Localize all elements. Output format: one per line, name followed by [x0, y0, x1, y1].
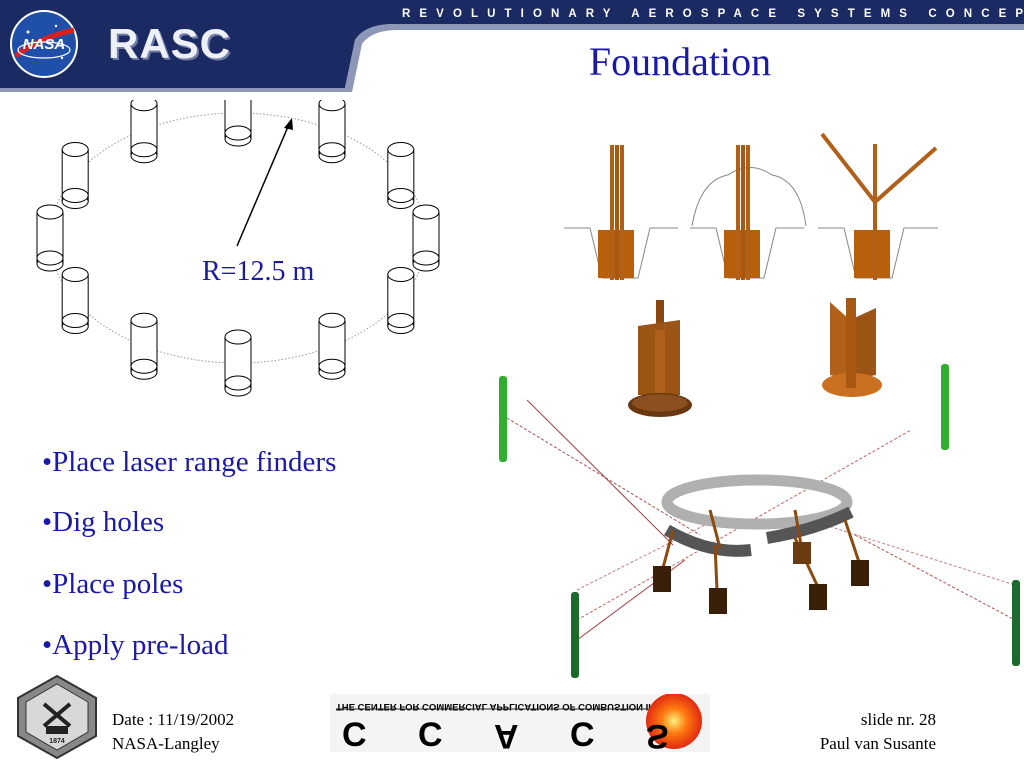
- finned-pile-2: [822, 298, 882, 397]
- foundation-block: [793, 542, 811, 564]
- foundation-block: [809, 584, 827, 610]
- bullet-dig-holes: •Dig holes: [42, 506, 165, 538]
- pole-ring-svg: [36, 79, 440, 397]
- header-banner: REVOLUTIONARY AEROSPACE SYSTEMS CONCEPTS: [402, 8, 1024, 20]
- ring-pole-cylinder: [130, 96, 158, 164]
- foundation-variants-svg: [564, 132, 938, 417]
- pole-ring-diagram: [30, 79, 450, 435]
- ccacs-letters: CCACS: [342, 716, 721, 755]
- nasa-logo: NASA: [8, 8, 80, 80]
- bullet-place-poles: •Place poles: [42, 568, 184, 600]
- svg-text:NASA: NASA: [23, 36, 66, 53]
- ring-pole-cylinder: [318, 96, 346, 164]
- radius-label: R=12.5 m: [202, 256, 315, 287]
- ring-pole-cylinder: [224, 329, 252, 397]
- header-bar: NASA: [0, 0, 1024, 92]
- ring-pole-cylinder: [318, 312, 346, 380]
- footer-right: slide nr. 28 Paul van Susante: [820, 708, 936, 756]
- laser-setup-svg: [499, 364, 1020, 678]
- bullet-place-laser: •Place laser range finders: [42, 446, 337, 478]
- ring-pole-cylinder: [36, 204, 64, 272]
- rasc-logo: RASC: [108, 20, 232, 67]
- green-pole-bottom-left: [571, 592, 579, 678]
- laser-ring-setup: [495, 360, 1024, 680]
- ring-pole-cylinder: [224, 79, 252, 147]
- ccacs-flame-icon: [336, 694, 702, 749]
- ring-pole-cylinder: [412, 204, 440, 272]
- ring-pole-cylinder: [130, 312, 158, 380]
- mines-seal-icon: 1874: [17, 674, 97, 760]
- foundation-illustrations: [560, 130, 940, 420]
- foundation-variant-2: [690, 145, 807, 280]
- foundation-variant-3: [818, 132, 938, 280]
- foundation-variant-1: [564, 145, 678, 280]
- svg-text:1874: 1874: [49, 738, 65, 745]
- footer-author: Paul van Susante: [819, 734, 936, 753]
- footer-date: Date : 11/19/2002: [112, 710, 235, 729]
- nasa-meatball-icon: NASA: [10, 10, 78, 78]
- foundation-block: [709, 588, 727, 614]
- foundation-block: [653, 566, 671, 592]
- foundation-block: [851, 560, 869, 586]
- finned-pile-1: [628, 300, 692, 417]
- ring-pole-cylinder: [387, 267, 415, 334]
- footer-org: NASA-Langley: [112, 734, 220, 753]
- school-of-mines-seal: 1874: [16, 674, 98, 760]
- header-background: [0, 0, 1024, 92]
- ring-pole-cylinder: [61, 267, 89, 334]
- footer-left: Date : 11/19/2002 NASA-Langley: [112, 708, 234, 756]
- bullet-apply-preload: •Apply pre-load: [42, 629, 229, 661]
- green-pole-right: [941, 364, 949, 450]
- ring-pole-cylinder: [387, 142, 415, 209]
- page-title: Foundation: [588, 39, 772, 84]
- green-pole-bottom-right: [1012, 580, 1020, 666]
- ring-pole-cylinder: [61, 142, 89, 209]
- green-pole-left: [499, 376, 507, 462]
- slide-number: slide nr. 28: [860, 710, 936, 729]
